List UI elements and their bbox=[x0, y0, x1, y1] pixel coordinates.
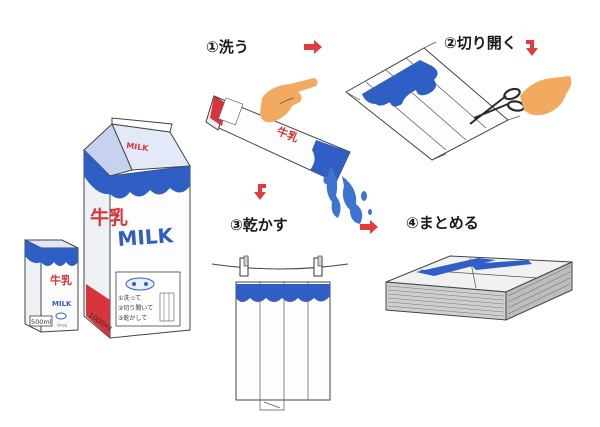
step2-hand bbox=[520, 76, 572, 116]
step-2-cut-illustration bbox=[345, 41, 572, 161]
step-1-text: 洗う bbox=[218, 38, 249, 56]
large-carton-blue-band-front bbox=[110, 166, 190, 199]
step-1-number: ① bbox=[206, 38, 219, 56]
small-carton-kanji: 牛乳 bbox=[50, 273, 72, 287]
arrow-right-4 bbox=[360, 220, 378, 234]
large-carton-recycle-step-3: ③乾かして bbox=[118, 314, 147, 322]
step-4-number: ④ bbox=[406, 214, 419, 232]
arrow-down-left-3 bbox=[254, 184, 266, 200]
step4-blue-band bbox=[416, 258, 496, 276]
small-milk-carton: 牛乳 MILK 500ml ﾘｻｲｸﾙ bbox=[24, 239, 79, 333]
step-1-label: ①洗う bbox=[206, 36, 249, 57]
small-carton-side-band bbox=[25, 240, 41, 264]
step-4-bundle-illustration bbox=[385, 255, 573, 321]
large-carton-blue-band-side bbox=[84, 150, 110, 195]
large-carton-recycle-step-2: ②切り開いて bbox=[118, 305, 153, 312]
step1-hand bbox=[260, 78, 318, 123]
large-milk-carton: MILK 牛乳 MILK 1000ml ①洗って ②切り開いて ③乾かして bbox=[83, 117, 191, 340]
small-carton-blue-band bbox=[41, 248, 78, 266]
large-carton-red-panel bbox=[86, 284, 110, 338]
small-carton-word: MILK bbox=[52, 300, 72, 308]
large-carton-top-brand: MILK bbox=[126, 141, 150, 153]
small-carton-volume: 500ml bbox=[31, 318, 52, 326]
arrow-right-1 bbox=[304, 40, 322, 54]
step-3-text: 乾かす bbox=[242, 216, 288, 234]
small-carton-small-text: ﾘｻｲｸﾙ bbox=[57, 322, 67, 328]
step-1-wash-illustration: 牛乳 bbox=[205, 78, 372, 224]
step-3-number: ③ bbox=[230, 216, 243, 234]
step4-blue-band-2 bbox=[470, 260, 532, 270]
step-3-label: ③乾かす bbox=[230, 214, 288, 235]
step1-water bbox=[326, 166, 341, 218]
large-carton-word: MILK bbox=[117, 223, 176, 251]
large-carton-kanji: 牛乳 bbox=[90, 206, 128, 229]
step-2-number: ② bbox=[444, 34, 457, 52]
arrow-down-right-2 bbox=[526, 40, 538, 56]
step-2-text: 切り開く bbox=[456, 34, 517, 52]
small-carton-logo bbox=[55, 312, 67, 320]
step3-blue-band bbox=[236, 284, 330, 302]
step-4-text: まとめる bbox=[418, 214, 479, 232]
large-carton-mascot bbox=[125, 277, 155, 291]
step-3-dry-illustration bbox=[211, 255, 349, 411]
step1-blue-band bbox=[310, 140, 350, 182]
step1-water-2 bbox=[342, 176, 363, 224]
step-4-label: ④まとめる bbox=[406, 212, 479, 233]
step2-blue-band bbox=[362, 60, 438, 107]
step-2-label: ②切り開く bbox=[444, 32, 517, 53]
large-carton-recycle-step-1: ①洗って bbox=[118, 294, 141, 302]
step2-scissors bbox=[469, 95, 509, 125]
